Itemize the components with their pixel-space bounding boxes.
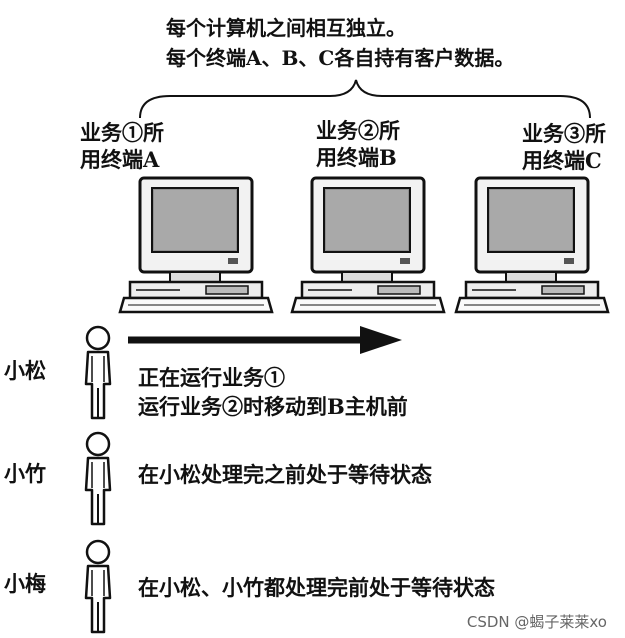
person-2-name: 小竹 <box>4 461 46 486</box>
person-2-desc-1: 在小松处理完之前处于等待状态 <box>138 462 432 487</box>
terminal-c-label-1: 业务③所 <box>522 121 606 146</box>
computer-b-icon <box>290 176 446 314</box>
terminal-b-label-1: 业务②所 <box>316 118 400 143</box>
terminal-c-label-2: 用终端C <box>522 148 602 173</box>
header-line-2: 每个终端A、B、C各自持有客户数据。 <box>166 46 515 70</box>
brace-line <box>139 79 591 119</box>
terminal-b-label-2: 用终端B <box>316 145 397 170</box>
person-1-name: 小松 <box>4 358 46 383</box>
computer-c-icon <box>454 176 610 314</box>
person-2-icon <box>84 431 112 526</box>
move-arrow-head <box>360 326 402 354</box>
person-1-icon <box>84 325 112 420</box>
person-1-desc-2: 运行业务②时移动到B主机前 <box>138 394 408 419</box>
person-1-desc-1: 正在运行业务① <box>138 365 285 390</box>
person-3-name: 小梅 <box>4 571 46 596</box>
terminal-a-label-2: 用终端A <box>80 147 160 172</box>
person-3-desc-1: 在小松、小竹都处理完前处于等待状态 <box>138 575 495 600</box>
header-line-1: 每个计算机之间相互独立。 <box>166 16 406 40</box>
computer-a-icon <box>118 176 274 314</box>
terminal-a-label-1: 业务①所 <box>80 120 164 145</box>
watermark: CSDN @蝎子莱莱xo <box>466 613 607 631</box>
person-3-icon <box>84 539 112 634</box>
